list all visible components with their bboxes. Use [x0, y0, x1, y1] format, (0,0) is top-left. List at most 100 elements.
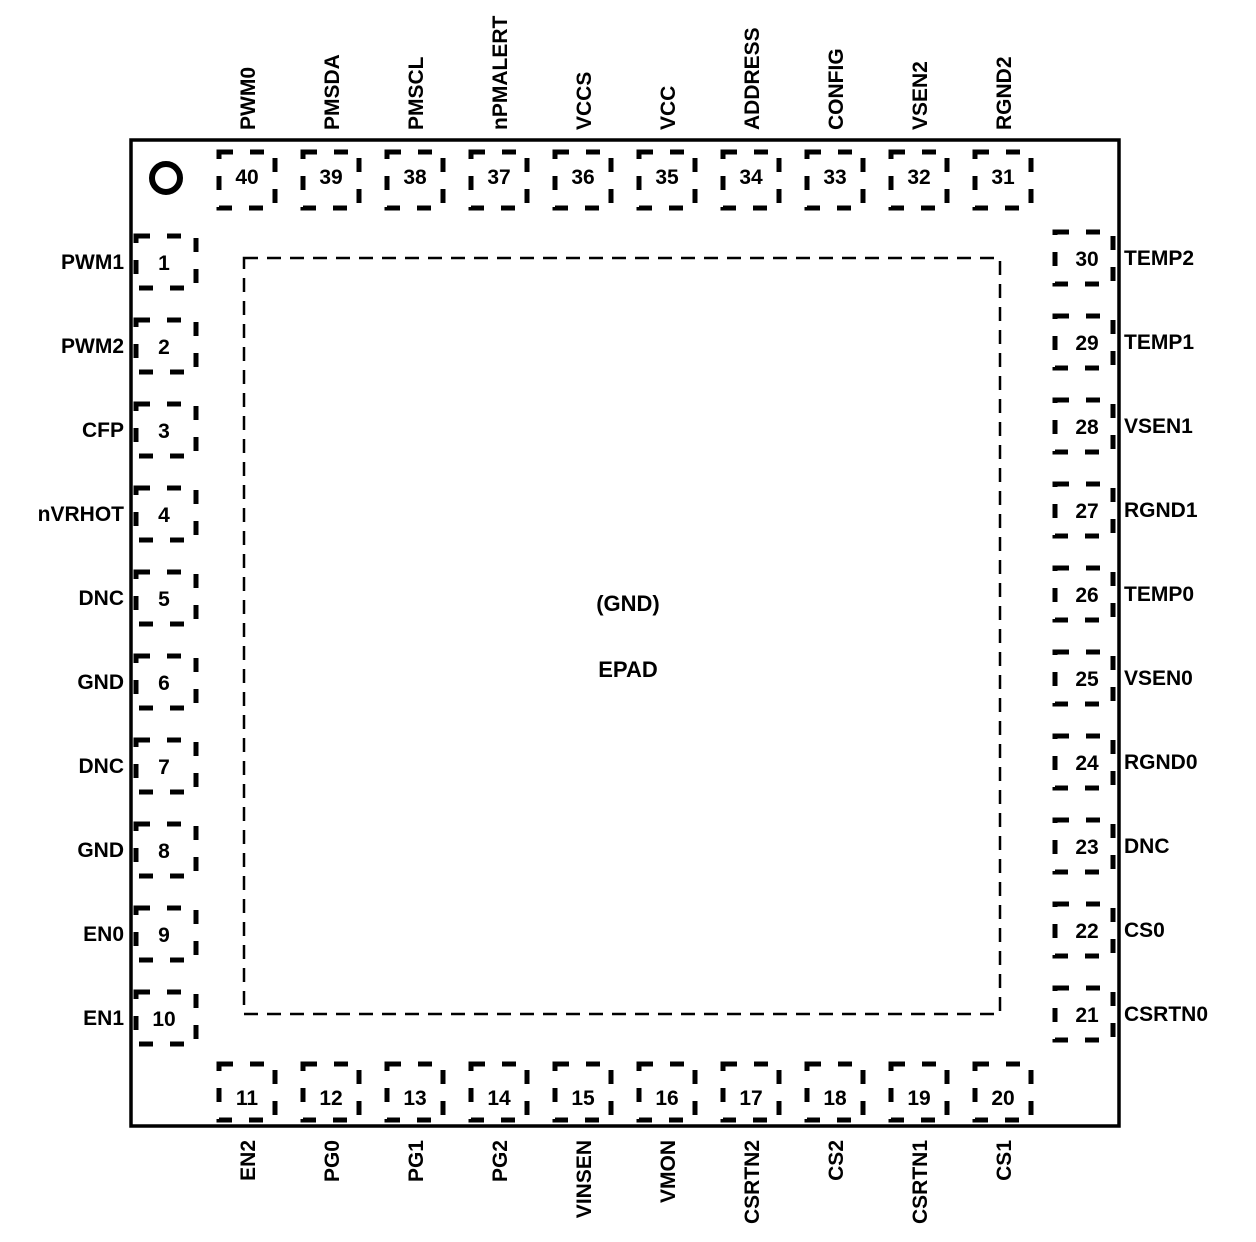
pin-number: 17 [739, 1087, 762, 1110]
pin-pad [1052, 397, 1116, 455]
pin-number: 31 [991, 166, 1015, 189]
package-body-outline [129, 138, 1121, 1128]
pin-number: 4 [158, 504, 170, 527]
pin-pad [972, 149, 1034, 211]
pin-number: 21 [1075, 1004, 1099, 1027]
pin-number: 32 [907, 166, 930, 189]
pin-right-30: 30 TEMP2 [1052, 229, 1194, 287]
pin-pad [300, 149, 362, 211]
pin-name: DNC [79, 755, 125, 778]
pin-number: 9 [158, 924, 170, 947]
pin-name: CSRTN2 [741, 1140, 764, 1224]
pin-number: 24 [1075, 752, 1099, 775]
pin-name: VSEN2 [909, 61, 932, 130]
pin-number: 34 [739, 166, 763, 189]
pin-pad [133, 569, 199, 627]
epad-label: EPAD [598, 657, 658, 682]
pin-top-33: 33 CONFIG [804, 48, 866, 211]
pin-number: 26 [1075, 584, 1098, 607]
pin-pad [216, 149, 278, 211]
pin-name: PMSCL [405, 56, 428, 130]
pin-number: 8 [158, 840, 170, 863]
pin-number: 39 [319, 166, 342, 189]
pin-number: 19 [907, 1087, 930, 1110]
pin-name: nVRHOT [38, 503, 125, 526]
pin-number: 14 [487, 1087, 511, 1110]
pin-pad [133, 821, 199, 879]
pin-pad [888, 1061, 950, 1123]
pin-name: VMON [657, 1140, 680, 1203]
pin-number: 33 [823, 166, 846, 189]
pin-number: 23 [1075, 836, 1098, 859]
pin-name: GND [77, 671, 124, 694]
pin-name: RGND0 [1124, 751, 1198, 774]
pin-name: EN0 [83, 923, 124, 946]
pin-number: 6 [158, 672, 170, 695]
pin-name: PWM0 [237, 67, 260, 130]
pin-pad [1052, 565, 1116, 623]
pin-left-1: 1 PWM1 [61, 233, 199, 291]
pin-number: 27 [1075, 500, 1098, 523]
pin-right-23: 23 DNC [1052, 817, 1170, 875]
pin-number: 7 [158, 756, 170, 779]
pin-number: 35 [655, 166, 679, 189]
pin-number: 36 [571, 166, 594, 189]
pin-number: 38 [403, 166, 427, 189]
pin-number: 29 [1075, 332, 1098, 355]
pin-name: nPMALERT [489, 16, 512, 130]
pin-name: CSRTN0 [1124, 1003, 1208, 1026]
pin-number: 20 [991, 1087, 1014, 1110]
pin-name: TEMP2 [1124, 247, 1194, 270]
pin-name: PWM1 [61, 251, 124, 274]
pin-name: CS2 [825, 1140, 848, 1181]
pin-number: 37 [487, 166, 510, 189]
pin-number: 11 [236, 1087, 259, 1110]
pin-name: PG1 [405, 1140, 428, 1182]
pin-number: 1 [158, 252, 170, 275]
pin-number: 10 [152, 1008, 175, 1031]
pin-name: DNC [1124, 835, 1170, 858]
pin-name: CONFIG [825, 48, 848, 130]
pin-pad [468, 1061, 530, 1123]
pin-name: CS1 [993, 1140, 1016, 1181]
pin-name: RGND1 [1124, 499, 1198, 522]
pin-name: VSEN1 [1124, 415, 1193, 438]
pin-number: 2 [158, 336, 170, 359]
pin-name: VCCS [573, 72, 596, 130]
pin-right-26: 26 TEMP0 [1052, 565, 1194, 623]
pin-top-36: 36 VCCS [552, 72, 614, 211]
pin-pad [133, 401, 199, 459]
pin-number: 15 [571, 1087, 595, 1110]
pin-pad [216, 1061, 278, 1123]
pin-name: VINSEN [573, 1140, 596, 1218]
pin-pad [133, 989, 199, 1047]
pin-right-27: 27 RGND1 [1052, 481, 1198, 539]
pin-top-31: 31 RGND2 [972, 56, 1034, 211]
pin-top-37: 37 nPMALERT [468, 16, 530, 211]
pin-name: RGND2 [993, 56, 1016, 130]
pin-number: 3 [158, 420, 170, 443]
pin-right-24: 24 RGND0 [1052, 733, 1198, 791]
pin-number: 13 [403, 1087, 426, 1110]
pin-name: TEMP0 [1124, 583, 1194, 606]
pin-pad [888, 149, 950, 211]
pin-number: 30 [1075, 248, 1098, 271]
